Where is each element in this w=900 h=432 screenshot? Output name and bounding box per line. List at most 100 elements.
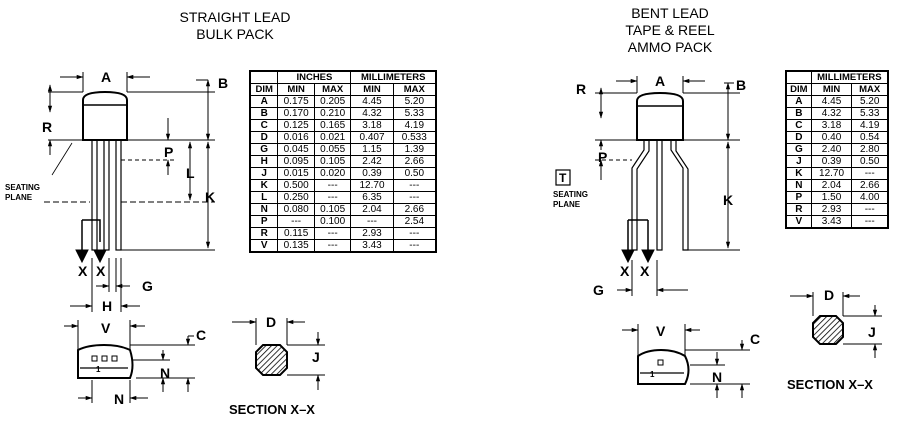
left-bottom-view-outline	[77, 343, 134, 379]
left-label-g: G	[142, 278, 153, 294]
table-cell-value: 1.15	[350, 143, 394, 156]
right-label-c: C	[750, 331, 760, 347]
left-label-j: J	[312, 349, 320, 365]
right-seating-plane-1: SEATING	[553, 190, 588, 199]
left-label-n1: N	[160, 365, 170, 381]
right-title: BENT LEAD TAPE & REEL AMMO PACK	[595, 5, 745, 56]
table-cell-dim: V	[785, 215, 812, 229]
left-label-a: A	[101, 69, 111, 85]
right-lead-1	[631, 139, 650, 251]
table-cell-value: ---	[851, 203, 889, 216]
table-cell-value: 1.39	[392, 143, 437, 156]
table-cell-value: 3.18	[810, 119, 853, 132]
table-column-header: MAX	[313, 83, 352, 96]
table-cell-value: 0.210	[313, 107, 352, 120]
table-cell-dim: K	[785, 167, 812, 180]
table-cell-value: 3.18	[350, 119, 394, 132]
table-cell-value: 2.04	[810, 179, 853, 192]
table-cell-dim: A	[249, 95, 279, 108]
table-cell-dim: G	[249, 143, 279, 156]
right-title-line-2: TAPE & REEL	[625, 22, 715, 38]
left-label-x1: X	[78, 263, 88, 279]
right-datum-t-box	[555, 169, 571, 186]
left-pin-one-label: 1	[96, 365, 101, 374]
table-header-blank	[785, 70, 812, 84]
right-lead-2	[656, 139, 663, 251]
table-cell-value: 2.04	[350, 203, 394, 216]
right-title-line-3: AMMO PACK	[627, 39, 713, 55]
table-cell-dim: R	[249, 227, 279, 240]
table-cell-value: 4.32	[810, 107, 853, 120]
table-cell-value: 0.50	[851, 155, 889, 168]
table-cell-dim: G	[785, 143, 812, 156]
table-cell-value: 0.54	[851, 131, 889, 144]
right-label-k: K	[723, 192, 733, 208]
table-cell-value: ---	[313, 179, 352, 192]
table-cell-value: 4.19	[851, 119, 889, 132]
table-cell-value: 0.125	[277, 119, 315, 132]
table-cell-dim: C	[785, 119, 812, 132]
table-cell-value: 0.105	[313, 155, 352, 168]
table-row: P---0.100---2.54	[249, 215, 437, 228]
left-dimension-table: INCHES MILLIMETERS DIM MIN MAX MIN MAX A…	[249, 70, 437, 253]
table-cell-value: ---	[313, 239, 352, 253]
right-pin-one-label: 1	[650, 370, 655, 379]
table-cell-value: ---	[851, 167, 889, 180]
right-body-outline	[636, 91, 684, 141]
left-lead-2	[103, 139, 110, 251]
left-section-hatch	[255, 344, 288, 376]
table-cell-value: 5.33	[392, 107, 437, 120]
table-cell-value: 5.33	[851, 107, 889, 120]
left-section-label: SECTION X–X	[229, 402, 315, 417]
table-cell-dim: B	[249, 107, 279, 120]
table-cell-value: 0.021	[313, 131, 352, 144]
table-cell-dim: C	[249, 119, 279, 132]
table-cell-value: ---	[392, 179, 437, 192]
left-label-b: B	[218, 75, 228, 91]
left-label-p: P	[164, 144, 173, 160]
table-column-header: MIN	[810, 83, 853, 96]
right-seating-plane-2: PLANE	[553, 200, 581, 209]
table-cell-value: 4.00	[851, 191, 889, 204]
table-cell-dim: N	[785, 179, 812, 192]
left-label-v: V	[101, 320, 111, 336]
table-cell-value: 0.055	[313, 143, 352, 156]
left-lead-3	[115, 139, 122, 251]
right-title-line-1: BENT LEAD	[631, 5, 709, 21]
right-label-p: P	[598, 149, 607, 165]
right-label-g: G	[593, 282, 604, 298]
left-lead-1	[91, 139, 98, 251]
table-cell-value: 1.50	[810, 191, 853, 204]
table-cell-value: 0.135	[277, 239, 315, 253]
table-cell-value: 6.35	[350, 191, 394, 204]
left-label-c: C	[196, 327, 206, 343]
left-title: STRAIGHT LEAD BULK PACK	[160, 9, 310, 43]
right-section-hatch	[812, 315, 844, 345]
table-cell-value: 5.20	[851, 95, 889, 108]
table-cell-dim: A	[785, 95, 812, 108]
right-label-r: R	[576, 81, 586, 97]
table-cell-value: ---	[350, 215, 394, 228]
table-cell-value: 0.095	[277, 155, 315, 168]
table-cell-dim: J	[785, 155, 812, 168]
table-cell-value: 2.66	[392, 203, 437, 216]
table-cell-value: 2.66	[392, 155, 437, 168]
right-label-a: A	[655, 73, 665, 89]
table-cell-value: 0.39	[350, 167, 394, 180]
table-cell-value: 0.020	[313, 167, 352, 180]
right-label-j: J	[868, 324, 876, 340]
table-column-header: MIN	[350, 83, 394, 96]
table-cell-dim: L	[249, 191, 279, 204]
